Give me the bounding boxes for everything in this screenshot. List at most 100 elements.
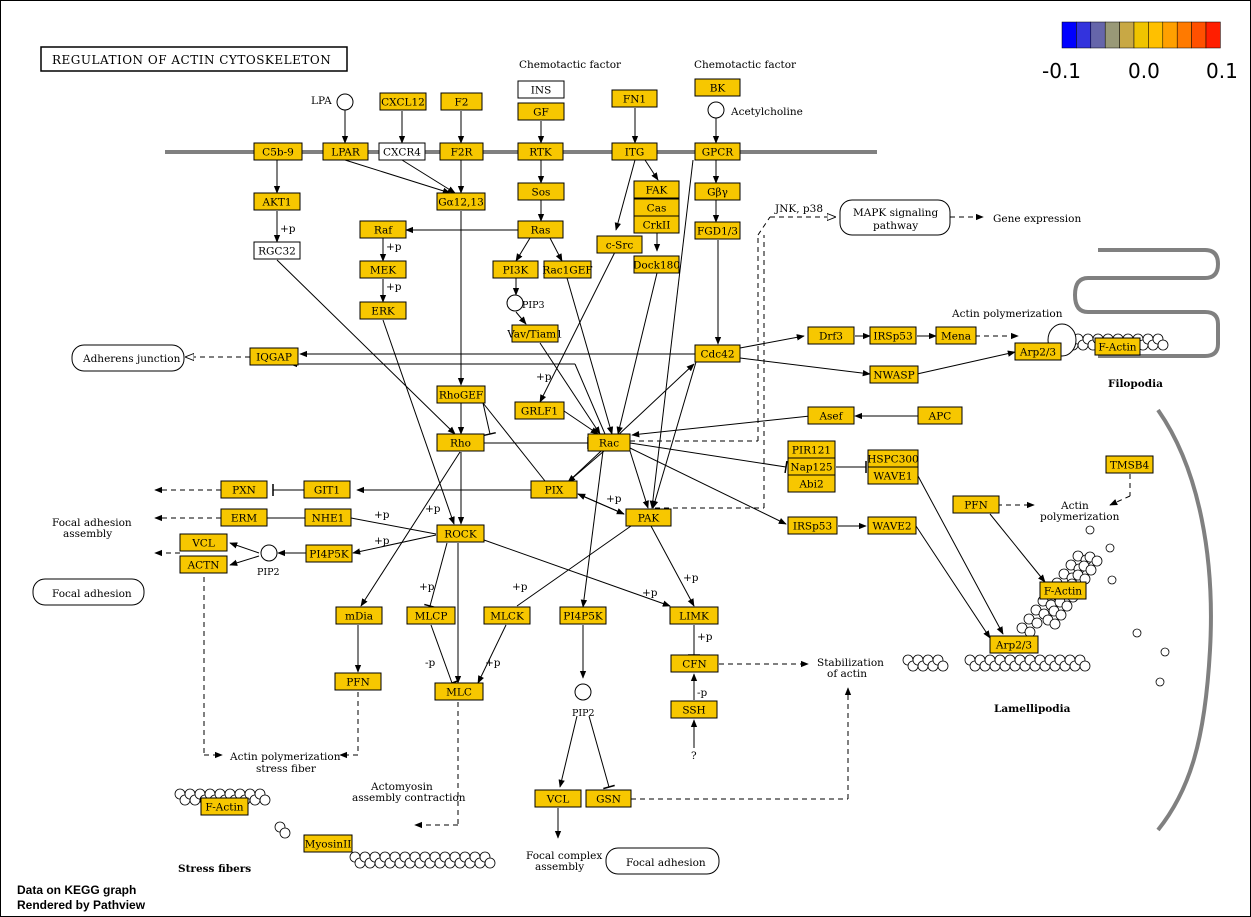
gene-node[interactable]: GRLF1 [514, 401, 565, 420]
gene-node[interactable]: PI4P5K [559, 606, 607, 625]
compound-pip2-center[interactable]: PIP2 [572, 683, 595, 719]
gene-node[interactable]: WAVE1 [867, 466, 919, 485]
gene-node[interactable]: IRSp53 [869, 326, 917, 345]
gene-node[interactable]: ERK [359, 301, 407, 320]
gene-node[interactable]: Ras [517, 220, 564, 239]
gene-node[interactable]: Dock180 [633, 255, 680, 274]
gene-node[interactable]: Vav/Tiam1 [506, 324, 563, 343]
gene-node[interactable]: Abi2 [787, 474, 836, 493]
svg-text:pathway: pathway [873, 220, 918, 232]
compound-pip2-left[interactable]: PIP2 [257, 544, 280, 578]
pathway-box-mapk[interactable]: MAPK signaling pathway [839, 199, 951, 236]
svg-text:Actin polymerization: Actin polymerization [229, 751, 341, 763]
gene-node[interactable]: GIT1 [303, 480, 351, 499]
gene-node[interactable]: Raf [359, 220, 407, 239]
gene-label: Cas [647, 203, 667, 215]
gene-node[interactable]: PIX [530, 480, 578, 499]
gene-label: Ras [531, 225, 551, 237]
gene-node[interactable]: MLC [434, 682, 484, 701]
gene-node[interactable]: VCL [534, 789, 582, 808]
gene-node[interactable]: LPAR [322, 142, 369, 161]
gene-node[interactable]: Cdc42 [694, 344, 741, 363]
gene-node[interactable]: mDia [335, 606, 383, 625]
gene-label: RGC32 [258, 246, 296, 258]
gene-node[interactable]: ITG [611, 142, 658, 161]
gene-node[interactable]: C5b-9 [253, 142, 303, 161]
gene-node[interactable]: PFN [952, 495, 1000, 514]
gene-node[interactable]: PI4P5K [305, 544, 353, 563]
gene-node[interactable]: F-Actin [1039, 581, 1087, 600]
gene-node[interactable]: Cas [633, 198, 680, 217]
actin-bead [1085, 564, 1097, 576]
gene-node[interactable]: GPCR [694, 142, 741, 161]
gene-node[interactable]: LIMK [669, 606, 719, 625]
gene-node[interactable]: IQGAP [249, 347, 299, 366]
gene-node[interactable]: APC [917, 406, 963, 425]
gene-node[interactable]: Mena [935, 326, 977, 345]
gene-node[interactable]: Asef [807, 406, 855, 425]
pathway-box-adherens[interactable]: Adherens junction [71, 344, 185, 372]
gene-node[interactable]: Gα12,13 [436, 192, 486, 211]
gene-node[interactable]: GSN [585, 789, 632, 808]
gene-node[interactable]: MLCK [483, 606, 531, 625]
gene-node[interactable]: TMSB4 [1105, 455, 1154, 474]
compound-pip3[interactable]: PIP3 [506, 294, 545, 312]
gene-label: Arp2/3 [1019, 347, 1056, 359]
gene-label: c-Src [606, 240, 634, 252]
gene-node[interactable]: BK [694, 78, 741, 97]
gene-node[interactable]: FGD1/3 [694, 221, 741, 240]
gene-node[interactable]: MEK [359, 260, 407, 279]
gene-node[interactable]: ERM [220, 508, 268, 527]
gene-node[interactable]: MyosinII [303, 834, 353, 853]
gene-node[interactable]: Arp2/3 [989, 635, 1039, 654]
gene-node[interactable]: Drf3 [807, 326, 855, 345]
gene-node[interactable]: CXCL12 [379, 92, 427, 111]
gene-node[interactable]: Rho [436, 433, 485, 452]
gene-node[interactable]: PIR121 [787, 440, 836, 459]
gene-node[interactable]: F2 [440, 92, 483, 111]
gene-node[interactable]: CXCR4 [378, 142, 426, 161]
gene-node[interactable]: Arp2/3 [1014, 342, 1062, 361]
pathway-box-focal-adhesion-left[interactable]: Focal adhesion [32, 578, 145, 606]
gene-node[interactable]: Gβγ [694, 182, 741, 201]
gene-node[interactable]: WAVE2 [867, 516, 917, 535]
gene-node[interactable]: SSH [670, 700, 718, 719]
gene-node[interactable]: CrkII [633, 215, 680, 234]
gene-node[interactable]: Rac [587, 433, 631, 452]
gene-node[interactable]: RhoGEF [436, 385, 486, 404]
gene-node[interactable]: F2R [439, 142, 484, 161]
gene-node[interactable]: c-Src [596, 235, 643, 254]
svg-text:Focal adhesion: Focal adhesion [52, 517, 132, 529]
gene-node[interactable]: PXN [220, 480, 268, 499]
gene-node[interactable]: PAK [625, 508, 672, 527]
gene-node[interactable]: Nap125 [787, 457, 836, 476]
compound-lpa[interactable]: LPA [311, 93, 354, 111]
svg-text:+p: +p [606, 493, 622, 505]
gene-node[interactable]: PFN [334, 672, 382, 691]
gene-node[interactable]: NHE1 [304, 508, 352, 527]
gene-node[interactable]: CFN [670, 654, 719, 673]
gene-node[interactable]: ROCK [436, 524, 485, 543]
gene-node[interactable]: FN1 [611, 89, 658, 108]
gene-node[interactable]: ACTN [179, 555, 228, 574]
gene-node[interactable]: IRSp53 [787, 516, 838, 535]
gene-node[interactable]: AKT1 [253, 192, 301, 211]
gene-node-nodata[interactable]: INS [517, 80, 565, 99]
gene-node[interactable]: NWASP [869, 365, 919, 384]
compound-acetylcholine[interactable]: Acetylcholine [707, 101, 803, 119]
footer-line-1: Data on KEGG graph [17, 883, 136, 897]
gene-node[interactable]: Rac1GEF [542, 260, 593, 279]
gene-node[interactable]: MLCP [406, 606, 456, 625]
gene-node[interactable]: GF [517, 102, 565, 121]
pathway-box-focal-adhesion-bottom[interactable]: Focal adhesion [605, 847, 720, 875]
gene-node[interactable]: F-Actin [200, 797, 249, 816]
gene-node[interactable]: FAK [633, 180, 680, 199]
gene-node[interactable]: Sos [517, 182, 565, 201]
gene-node-nodata[interactable]: RGC32 [253, 241, 301, 260]
gene-node[interactable]: F-Actin [1094, 337, 1141, 356]
gene-node[interactable]: VCL [179, 533, 228, 552]
gene-node[interactable]: RTK [517, 142, 564, 161]
gene-node[interactable]: HSPC300 [867, 449, 919, 468]
gene-node[interactable]: PI3K [492, 260, 539, 279]
